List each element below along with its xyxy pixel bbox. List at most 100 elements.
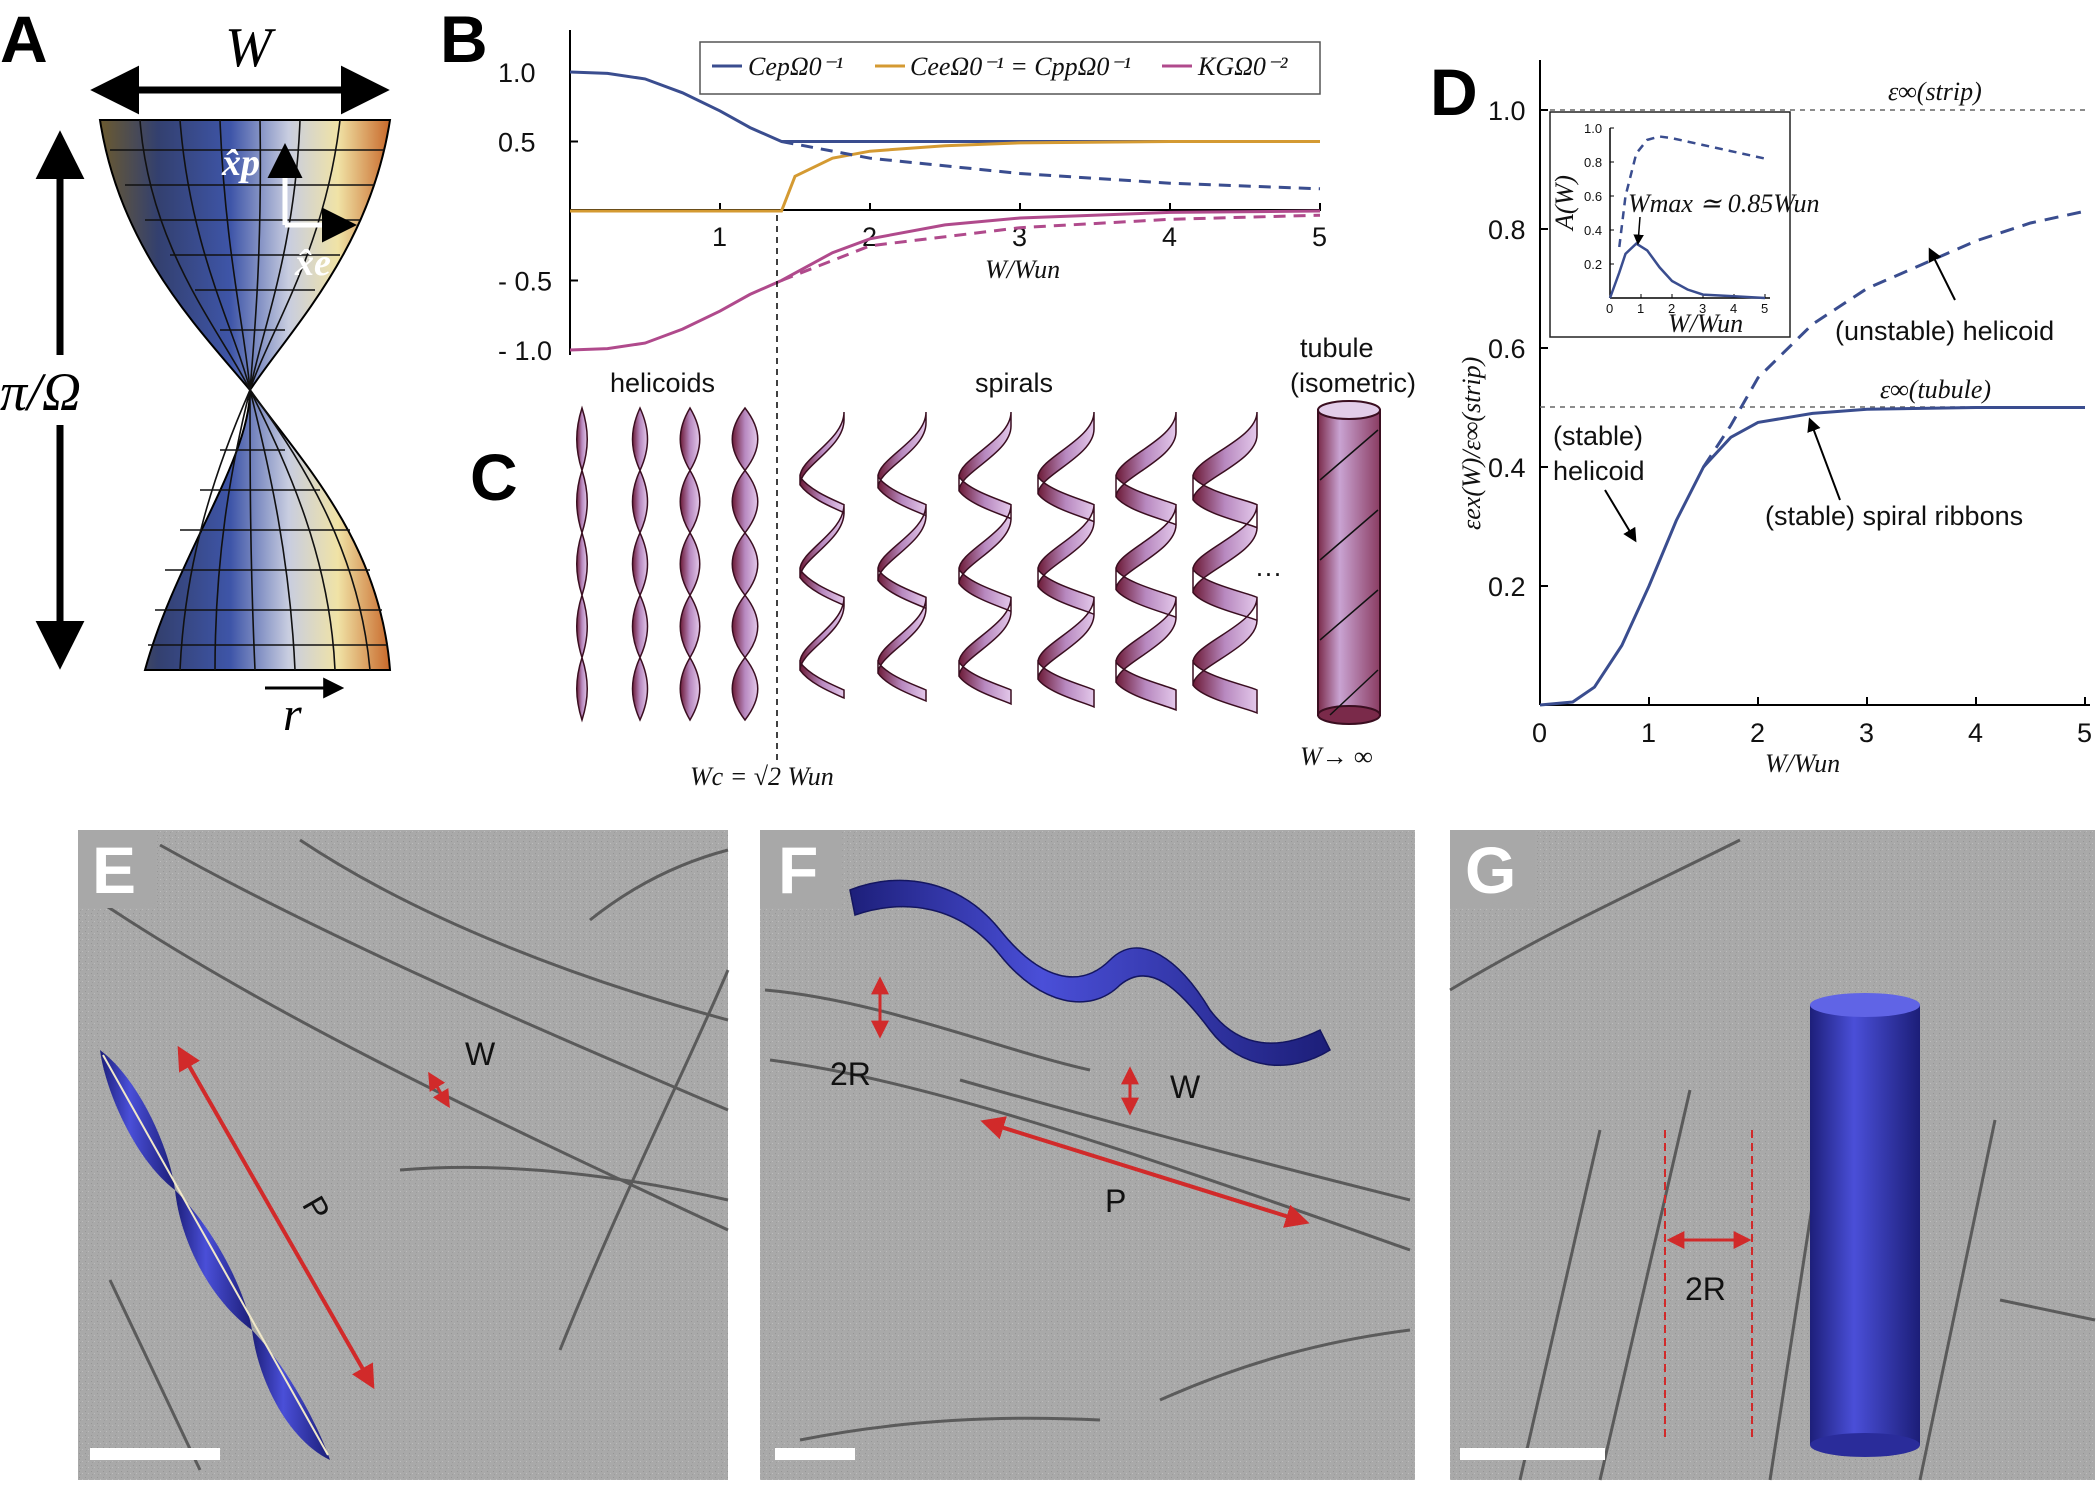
d-ytick-label: 0.4: [1488, 453, 1526, 483]
panel-label-f: F: [778, 833, 818, 907]
f-p-arrow: [980, 1116, 1310, 1228]
f-2r-label: 2R: [830, 1056, 871, 1092]
helicoids-label: helicoids: [610, 368, 715, 398]
helicoid-ribbon: [576, 405, 588, 723]
height-label-bg: [0, 355, 120, 425]
panel-g: G 2R: [1449, 830, 2096, 1481]
legend-cep: CepΩ0⁻¹: [748, 52, 843, 81]
stable-label-1: (stable): [1553, 421, 1643, 451]
winf-label: W→ ∞: [1300, 742, 1373, 771]
stable-label-2: helicoid: [1553, 456, 1645, 486]
d-xtick-label: 1: [1641, 718, 1656, 748]
panel-c: C helicoids spirals tubule (isometric) ·…: [470, 333, 1416, 791]
d-xtick-label: 3: [1859, 718, 1874, 748]
b-series-2: [569, 209, 1321, 352]
legend-cee: CeeΩ0⁻¹ = CppΩ0⁻¹: [910, 52, 1131, 81]
b-ytick-label: 1.0: [498, 58, 536, 88]
e-p-arrow: [177, 1045, 375, 1390]
b-xlabel: W/Wun: [985, 255, 1060, 284]
xe-label: x̂e: [294, 242, 331, 284]
inset-ytick-label: 0.6: [1584, 189, 1602, 204]
c-ribbons: [576, 405, 1258, 723]
inset-series-1: [1618, 135, 1766, 248]
g-scalebar: [1460, 1448, 1605, 1460]
e-fibers: [89, 838, 730, 1471]
panel-label-e: E: [92, 833, 136, 907]
inset-ytick-label: 1.0: [1584, 121, 1602, 136]
micrograph-g: [1450, 830, 2095, 1480]
inset-wmax: Wmax ≃ 0.85Wun: [1628, 189, 1819, 218]
spiral-ribbon: [1192, 411, 1258, 715]
f-p-label: P: [1105, 1183, 1126, 1219]
spiral-ribbon: [1037, 411, 1095, 709]
spirals-label: spirals: [975, 368, 1053, 398]
panel-label-a: A: [0, 2, 48, 76]
spiral-ribbon: [958, 411, 1012, 706]
b-xtick-label: 2: [862, 222, 877, 252]
spiral-ribbon: [1115, 411, 1177, 712]
d-ylabel: εex(W)/ε∞(strip): [1457, 357, 1486, 530]
panel-a: A W π/Ω x̂p x̂e r: [0, 2, 392, 741]
helicoid-ribbon: [679, 406, 701, 722]
panel-label-d: D: [1430, 55, 1478, 129]
xp-label: x̂p: [221, 142, 260, 184]
inset-xtick-label: 2: [1668, 301, 1675, 316]
b-series-1: [570, 140, 1320, 213]
helicoid-surface: [98, 119, 392, 671]
panel-label-c: C: [470, 440, 518, 514]
d-ytick-label: 0.8: [1488, 215, 1526, 245]
legend-kg: KGΩ0⁻²: [1197, 52, 1289, 81]
b-ytick-label: - 1.0: [498, 336, 552, 366]
f-scalebar: [775, 1448, 855, 1460]
d-curves: [1539, 209, 2086, 707]
tubule-asym-label: ε∞(tubule): [1880, 375, 1991, 404]
b-legend: CepΩ0⁻¹ CeeΩ0⁻¹ = CppΩ0⁻¹ KGΩ0⁻²: [699, 41, 1321, 95]
isometric-label: (isometric): [1290, 368, 1416, 398]
g-2r-label: 2R: [1685, 1271, 1726, 1307]
f-spiral-overlay: [849, 879, 1331, 1066]
unstable-label: (unstable) helicoid: [1835, 316, 2054, 346]
inset-ytick-label: 0.2: [1584, 257, 1602, 272]
wc-label: Wc = √2 Wun: [690, 762, 834, 791]
g-tube-overlay: [1810, 993, 1920, 1457]
inset-ylabel: A(W): [1550, 175, 1579, 232]
inset-xtick-label: 5: [1761, 301, 1768, 316]
micrograph-e: [78, 830, 728, 1480]
e-w-label: W: [465, 1036, 496, 1072]
panel-f: F 2R W P: [760, 830, 1415, 1480]
b-xtick-label: 5: [1312, 222, 1327, 252]
d-xtick-label: 4: [1968, 718, 1983, 748]
d-ytick-label: 1.0: [1488, 96, 1526, 126]
inset-series-0: [1608, 242, 1766, 300]
ellipsis: ···: [1255, 558, 1282, 588]
d-xtick-label: 0: [1532, 718, 1547, 748]
height-label: π/Ω: [0, 362, 81, 422]
helicoid-ribbon: [631, 406, 649, 722]
d-ticks: 0 1 2 3 4 5 0.2 0.4 0.6 0.8 1.0: [1488, 96, 2092, 748]
b-legend-box: [699, 41, 1321, 95]
e-label-box: [78, 830, 156, 908]
panel-label-b: B: [440, 2, 488, 76]
spiral-ribbon: [877, 411, 927, 703]
d-xtick-label: 5: [2077, 718, 2092, 748]
stable-arrow: [1604, 489, 1637, 543]
f-label-box: [760, 830, 842, 908]
r-label: r: [283, 688, 302, 741]
e-w-arrow: [428, 1071, 450, 1109]
b-xtick-label: 1: [712, 222, 727, 252]
strip-label: ε∞(strip): [1888, 77, 1982, 106]
d-ytick-label: 0.2: [1488, 572, 1526, 602]
b-ytick-label: 0.5: [498, 128, 536, 158]
unstable-arrow: [1928, 247, 1956, 301]
inset-ytick-label: 0.8: [1584, 155, 1602, 170]
helicoid-mesh: [110, 119, 388, 671]
inset-xlabel: W/Wun: [1668, 309, 1743, 338]
inset-xtick-label: 1: [1637, 301, 1644, 316]
f-w-label: W: [1170, 1069, 1201, 1105]
panel-d: D 0 1 2 3 4 5 0.2 0.4 0.6 0.8 1.0 ε∞(strip) ε∞(tub…: [1430, 55, 2092, 778]
width-label: W: [225, 17, 276, 79]
panel-e: E P W: [78, 830, 730, 1480]
spiral-ribbon: [799, 411, 845, 700]
